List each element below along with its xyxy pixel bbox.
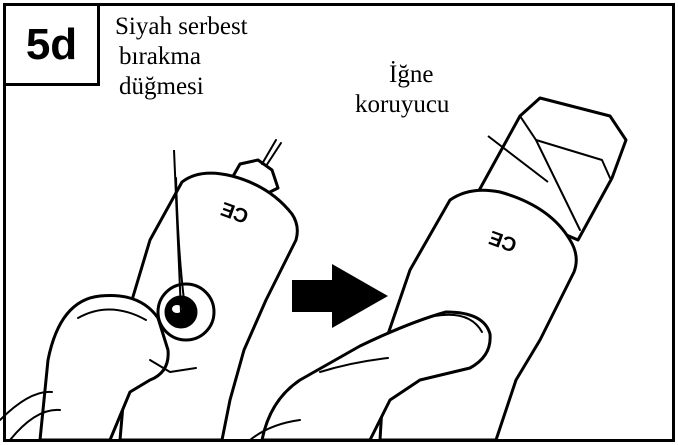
needle-guard-label-line: koruyucu — [355, 90, 449, 120]
release-button-label: Siyah serbest bırakma düğmesi — [115, 12, 248, 102]
release-button-label-line: düğmesi — [115, 72, 248, 102]
release-button-label-line: Siyah serbest — [115, 12, 248, 42]
right-device-body — [380, 190, 576, 440]
needle-guard-label-line: İğne — [355, 60, 449, 90]
needle-guard-label: İğne koruyucu — [355, 60, 449, 120]
release-button-label-line: bırakma — [115, 42, 248, 72]
direction-arrow — [292, 264, 388, 328]
release-button — [158, 284, 214, 340]
